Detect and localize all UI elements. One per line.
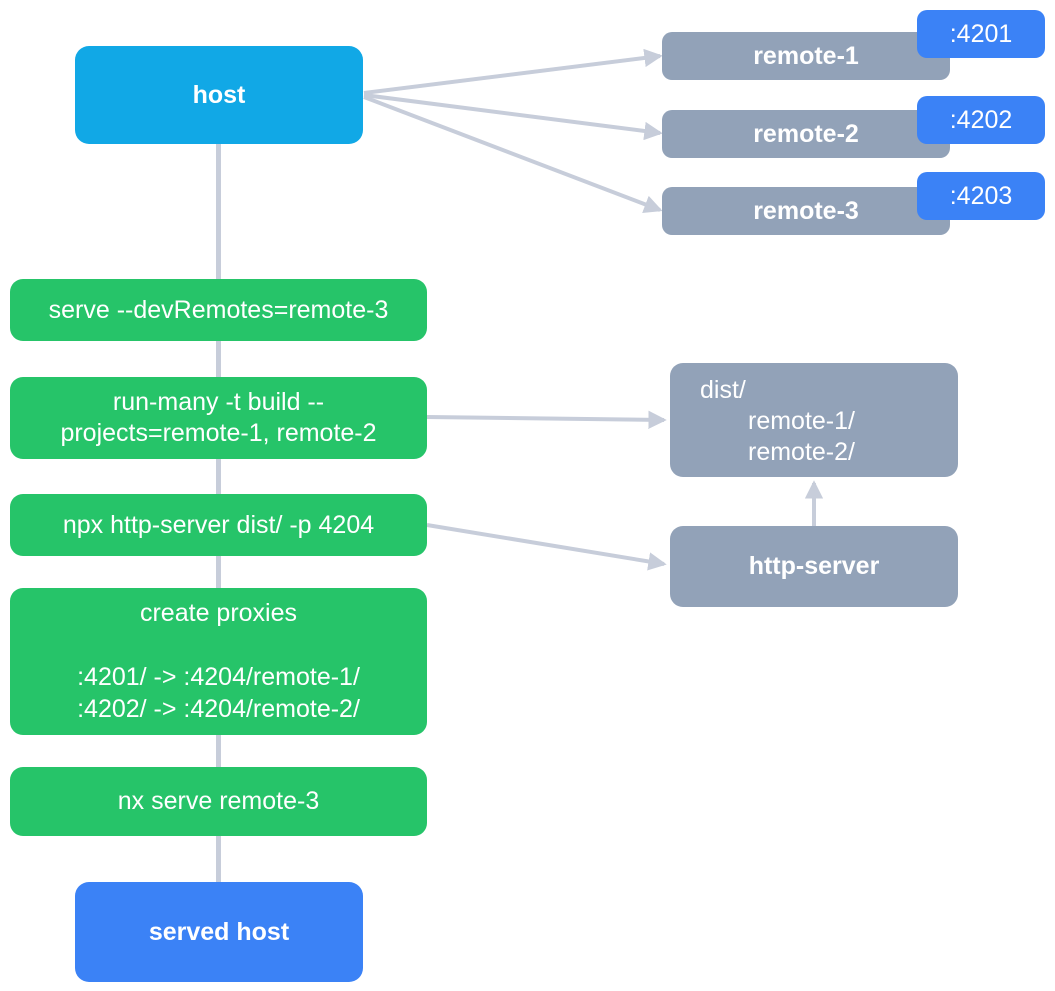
port-badge-4201: :4201 (917, 10, 1045, 58)
host-label: host (192, 80, 246, 109)
dist-root-label: dist/ (700, 376, 746, 404)
remote-3-label: remote-3 (753, 196, 859, 225)
dist-remote-1-label: remote-1/ (748, 407, 855, 435)
step-run-many-build: run-many -t build -- projects=remote-1, … (10, 377, 427, 459)
step-serve-devremotes: serve --devRemotes=remote-3 (10, 279, 427, 341)
port-4203-label: :4203 (949, 181, 1013, 210)
remote-1-label: remote-1 (753, 41, 859, 70)
edge-host-remote-3 (363, 95, 663, 214)
create-proxies-title: create proxies (139, 599, 298, 627)
proxy-rule-4201: :4201/ -> :4204/remote-1/ (77, 663, 360, 691)
node-remote-3: remote-3 (662, 187, 950, 235)
node-remote-1: remote-1 (662, 32, 950, 80)
step-run-many-line-2: projects=remote-1, remote-2 (60, 419, 377, 447)
node-remote-2: remote-2 (662, 110, 950, 158)
step-npx-http-server: npx http-server dist/ -p 4204 (10, 494, 427, 556)
step-run-many-line-1: run-many -t build -- (112, 388, 325, 416)
port-4202-label: :4202 (949, 105, 1013, 134)
node-host: host (75, 46, 363, 144)
dist-remote-2-label: remote-2/ (748, 438, 855, 466)
remote-2-label: remote-2 (753, 119, 859, 148)
step-create-proxies: create proxies :4201/ -> :4204/remote-1/… (10, 588, 427, 735)
step-nx-serve-remote-3: nx serve remote-3 (10, 767, 427, 836)
node-served-host: served host (75, 882, 363, 982)
proxy-rule-4202: :4202/ -> :4204/remote-2/ (77, 695, 360, 723)
port-badge-4202: :4202 (917, 96, 1045, 144)
port-4201-label: :4201 (949, 19, 1013, 48)
node-http-server: http-server (670, 526, 958, 607)
edge-host-remote-2 (363, 93, 663, 141)
edge-npx-httpserver (426, 523, 667, 571)
step-nx-serve-text: nx serve remote-3 (117, 787, 320, 815)
served-host-label: served host (148, 917, 290, 946)
step-serve-text: serve --devRemotes=remote-3 (48, 295, 389, 324)
port-badge-4203: :4203 (917, 172, 1045, 220)
http-server-label: http-server (748, 552, 880, 580)
edge-runmany-dist (426, 410, 667, 430)
node-dist-folder: dist/ remote-1/ remote-2/ (670, 363, 958, 477)
step-npx-text: npx http-server dist/ -p 4204 (62, 510, 375, 539)
edge-host-remote-1 (363, 48, 663, 95)
